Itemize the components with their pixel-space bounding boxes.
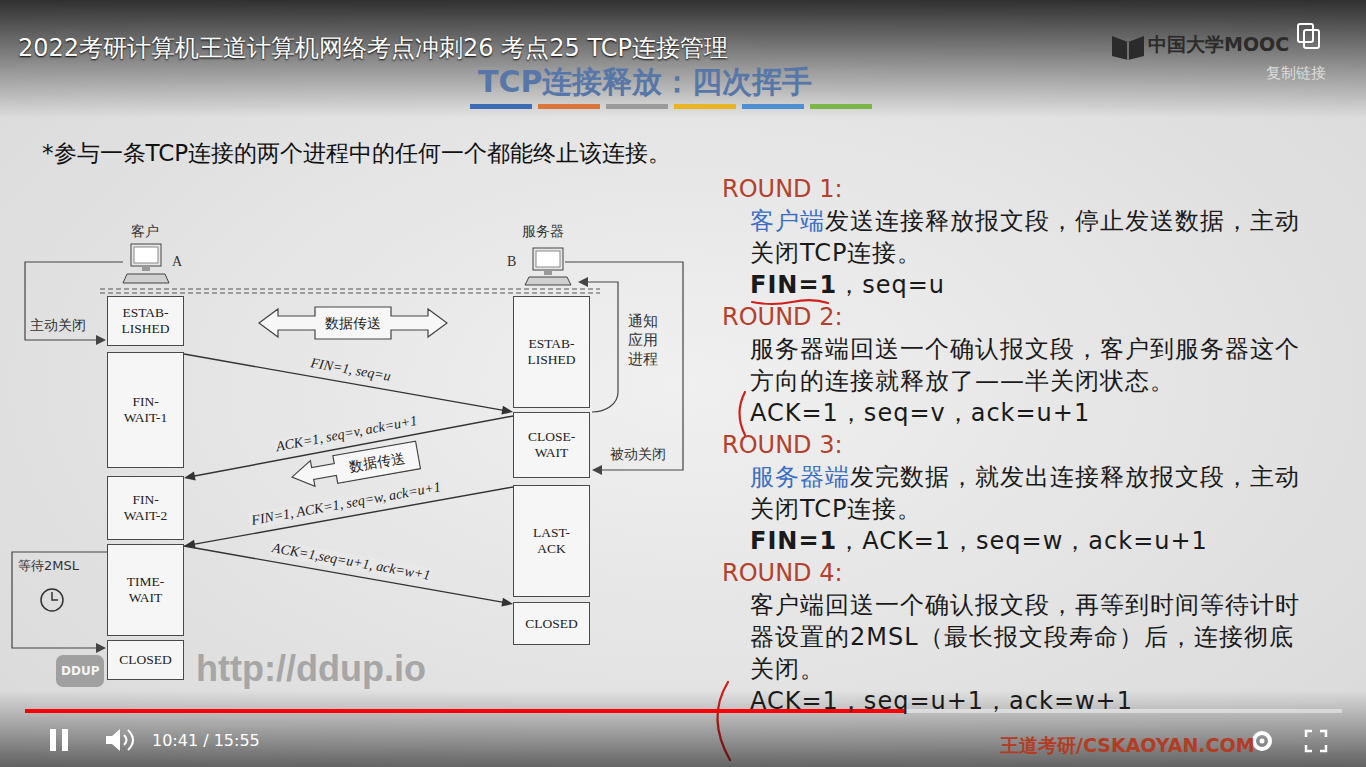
state-box: CLOSED: [513, 602, 590, 645]
arrow-note: 通知应用进程: [628, 312, 658, 368]
host-letter: A: [172, 254, 182, 271]
watermark: http://ddup.io: [196, 647, 426, 690]
watermark-logo: [56, 655, 104, 687]
round-text: FIN=1: [750, 271, 837, 299]
copy-icon: [1298, 24, 1319, 48]
state-box: TIME- WAIT: [107, 544, 184, 636]
state-name: FIN- WAIT-1: [116, 394, 175, 425]
arrow-head: [184, 472, 196, 481]
platform-logo: 中国大学MOOC: [1148, 33, 1289, 56]
arrow-outline-shape: [259, 307, 447, 339]
arrow-note: 被动关闭: [610, 446, 666, 463]
watermark-logo-text: DDUP: [61, 664, 99, 678]
round-heading: ROUND 4:: [722, 557, 1342, 589]
round-text: 服务器端: [750, 463, 850, 491]
color-bars: [470, 104, 872, 109]
video-title: 2022考研计算机王道计算机网络考点冲刺26 考点25 TCP连接管理: [18, 34, 728, 63]
state-box: ESTAB- LISHED: [107, 296, 184, 346]
message-arrow: [184, 354, 513, 415]
state-name: TIME- WAIT: [116, 574, 175, 605]
round-paragraph: 客户端发送连接释放报文段，停止发送数据，主动关闭TCP连接。: [750, 205, 1308, 269]
state-box: CLOSED: [107, 640, 184, 680]
time-display: 10:41 / 15:55: [152, 731, 260, 750]
transfer-arrow-box: 数据传送: [258, 306, 448, 340]
round-paragraph: ACK=1，seq=u+1，ack=w+1: [750, 685, 1308, 717]
message-line: [184, 354, 505, 411]
state-name: 数据传送: [325, 315, 381, 331]
dashed-top-line: [100, 289, 600, 293]
round-paragraph: FIN=1，seq=u: [750, 269, 1308, 301]
state-name: CLOSE- WAIT: [522, 429, 581, 460]
round-paragraph: 服务器端发完数据，就发出连接释放报文段，主动关闭TCP连接。: [750, 461, 1308, 525]
round-text: 发送连接释放报文段，停止发送数据，主动关闭TCP连接。: [750, 207, 1300, 267]
round-text: ，ACK=1，seq=w，ack=u+1: [837, 527, 1208, 555]
round-paragraph: 服务器端回送一个确认报文段，客户到服务器这个方向的连接就释放了——半关闭状态。: [750, 333, 1308, 397]
round-paragraph: FIN=1，ACK=1，seq=w，ack=u+1: [750, 525, 1308, 557]
arrow-head: [501, 406, 513, 415]
arrow-head: [501, 598, 513, 607]
round-text: FIN=1: [750, 527, 837, 555]
host-name: 服务器: [522, 223, 564, 240]
round-text: ACK=1，seq=v，ack=u+1: [750, 399, 1090, 427]
wait-2msl-path: [12, 552, 107, 653]
server-computer: [525, 248, 571, 285]
copy-link: 复制链接: [1266, 64, 1326, 82]
client-computer: [123, 244, 169, 283]
round-heading: ROUND 3:: [722, 429, 1342, 461]
state-box: CLOSE- WAIT: [513, 412, 590, 478]
state-box: LAST- ACK: [513, 485, 590, 597]
round-paragraph: ACK=1，seq=v，ack=u+1: [750, 397, 1308, 429]
state-name: ESTAB- LISHED: [116, 305, 175, 336]
round-text: 客户端回送一个确认报文段，再等到时间等待计时器设置的2MSL（最长报文段寿命）后…: [750, 591, 1300, 683]
round-heading: ROUND 2:: [722, 301, 1342, 333]
round-text: ，seq=u: [837, 271, 945, 299]
state-name: CLOSED: [119, 652, 172, 668]
state-name: CLOSED: [525, 616, 578, 632]
round-text: 服务器端回送一个确认报文段，客户到服务器这个方向的连接就释放了——半关闭状态。: [750, 335, 1300, 395]
round-steps: ROUND 1:客户端发送连接释放报文段，停止发送数据，主动关闭TCP连接。FI…: [722, 173, 1342, 717]
state-box: FIN- WAIT-2: [107, 476, 184, 540]
host-name: 客户: [131, 223, 159, 240]
state-box: FIN- WAIT-1: [107, 352, 184, 468]
arrow-note: 主动关闭: [30, 317, 86, 334]
progress-bar: [25, 709, 1342, 713]
slide-title: TCP连接释放：四次挥手: [478, 64, 812, 100]
round-text: ACK=1，seq=u+1，ack=w+1: [750, 687, 1133, 715]
round-text: 客户端: [750, 207, 825, 235]
host-letter: B: [507, 254, 516, 271]
brand-mark: 王道考研/CSKAOYAN.COM: [1000, 734, 1255, 757]
round-paragraph: 客户端回送一个确认报文段，再等到时间等待计时器设置的2MSL（最长报文段寿命）后…: [750, 589, 1308, 685]
timer-note: 等待2MSL: [18, 558, 79, 574]
state-box: ESTAB- LISHED: [513, 296, 590, 408]
state-name: LAST- ACK: [522, 525, 581, 556]
slide-note: *参与一条TCP连接的两个进程中的任何一个都能终止该连接。: [42, 140, 671, 168]
bottom-shade: [0, 690, 1366, 767]
moco-logo: [1112, 36, 1144, 60]
state-name: FIN- WAIT-2: [116, 492, 175, 523]
top-shade: [0, 0, 1366, 118]
round-heading: ROUND 1:: [722, 173, 1342, 205]
state-name: ESTAB- LISHED: [522, 336, 581, 367]
